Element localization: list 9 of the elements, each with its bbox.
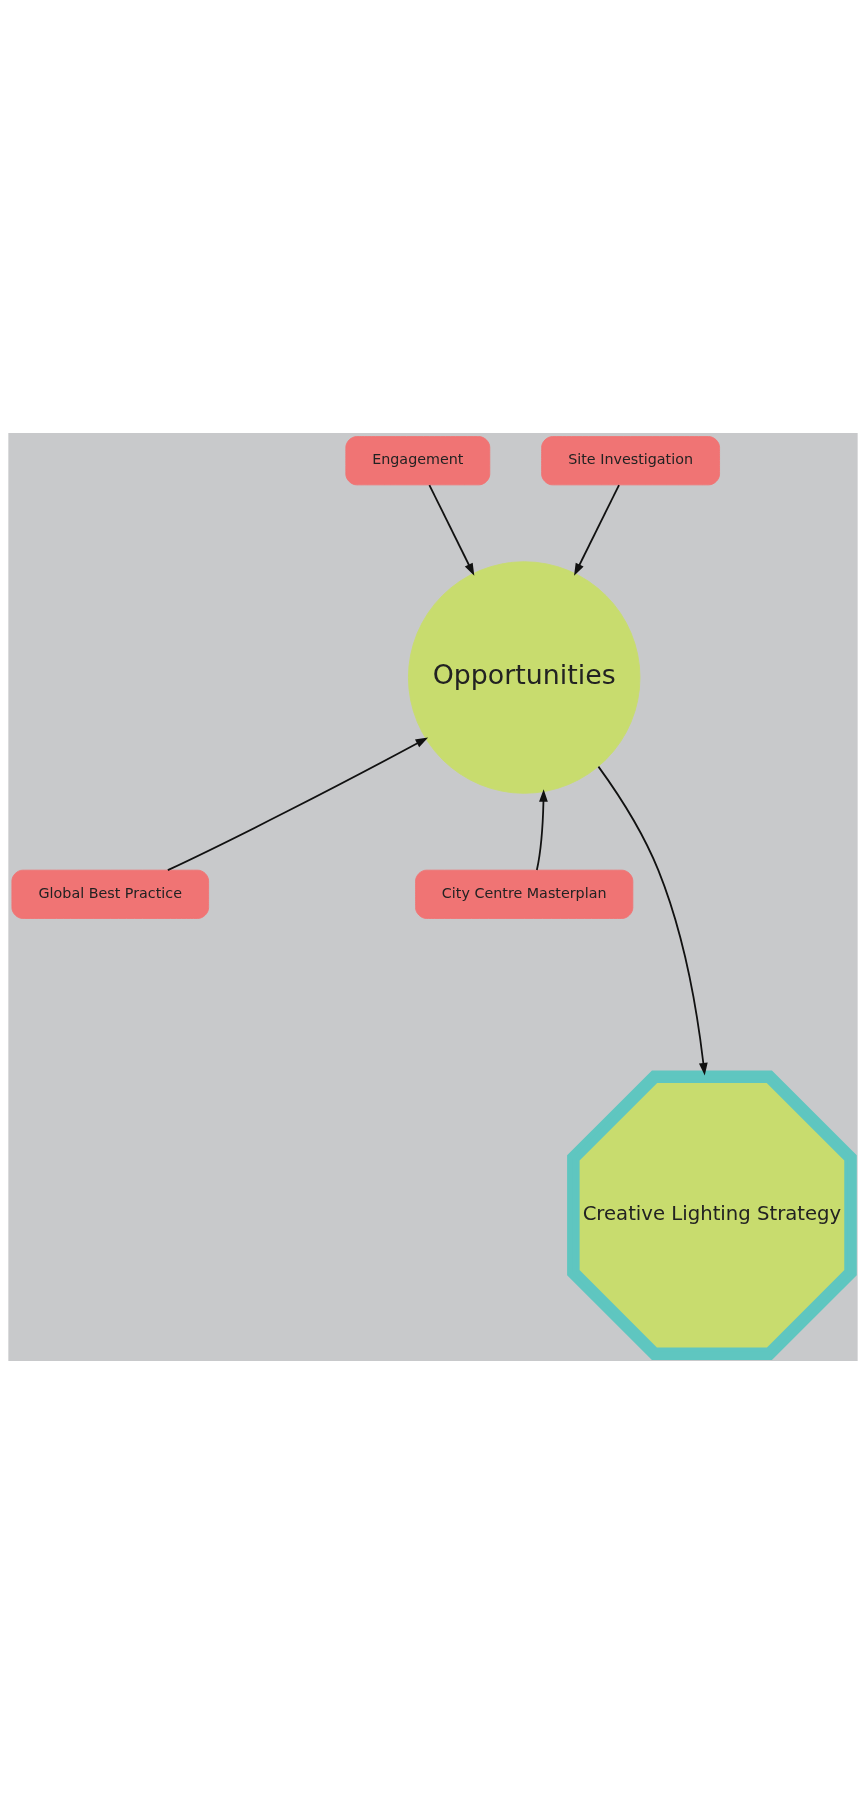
- node-box: City Centre Masterplan: [415, 869, 634, 919]
- arrow: [428, 483, 475, 576]
- arrow: [535, 788, 548, 871]
- node-box: Global Best Practice: [11, 869, 210, 919]
- node-box: Engagement: [345, 435, 491, 485]
- arrow: [166, 736, 429, 871]
- arrow: [574, 483, 620, 576]
- node-box: Site Investigation: [541, 435, 720, 485]
- arrow: [597, 765, 708, 1075]
